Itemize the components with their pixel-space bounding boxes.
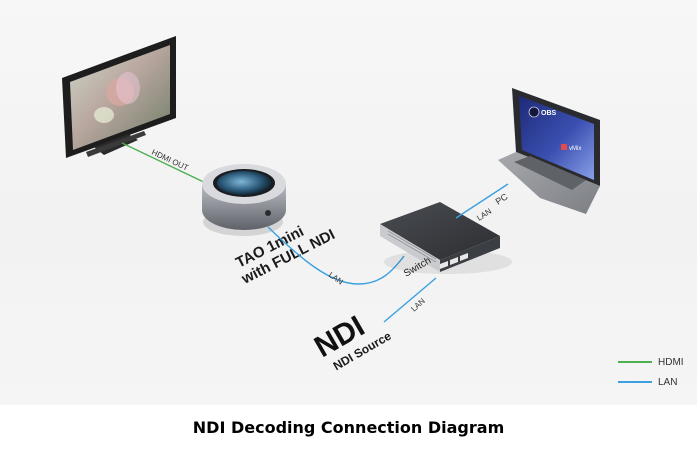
lan-cable-ndi <box>383 277 437 323</box>
legend-swatch-lan <box>618 381 652 383</box>
legend-label-lan: LAN <box>658 376 678 388</box>
legend: HDMI LAN <box>618 352 693 392</box>
ndi-source: NDI NDI Source <box>309 310 394 374</box>
diagram-scene: HDMI OUT TAO 1mini with FULL NDI LAN LAN <box>0 0 697 405</box>
lan-label-pc: LAN <box>475 207 493 223</box>
legend-label-hdmi: HDMI <box>658 356 684 368</box>
pc-label: PC <box>494 191 510 206</box>
lan-cable-pc <box>455 183 509 219</box>
legend-swatch-hdmi <box>618 361 652 363</box>
obs-label: OBS <box>541 110 557 117</box>
hdmi-cable <box>121 142 213 187</box>
lan-cable-tao <box>267 226 405 285</box>
vmix-logo-icon: vMix <box>561 144 581 152</box>
vmix-label: vMix <box>569 146 581 152</box>
laptop-icon: OBS vMix <box>498 88 600 214</box>
network-switch-icon <box>380 202 512 274</box>
lan-label-tao: LAN <box>327 270 345 286</box>
obs-logo-icon: OBS <box>528 106 557 118</box>
tv-icon <box>62 36 176 158</box>
legend-item-lan: LAN <box>618 372 693 392</box>
diagram-canvas: HDMI OUT TAO 1mini with FULL NDI LAN LAN <box>62 36 600 374</box>
diagram-caption: NDI Decoding Connection Diagram <box>192 418 505 437</box>
legend-item-hdmi: HDMI <box>618 352 693 372</box>
tao-device-icon <box>202 164 286 236</box>
hdmi-out-label: HDMI OUT <box>150 148 190 173</box>
